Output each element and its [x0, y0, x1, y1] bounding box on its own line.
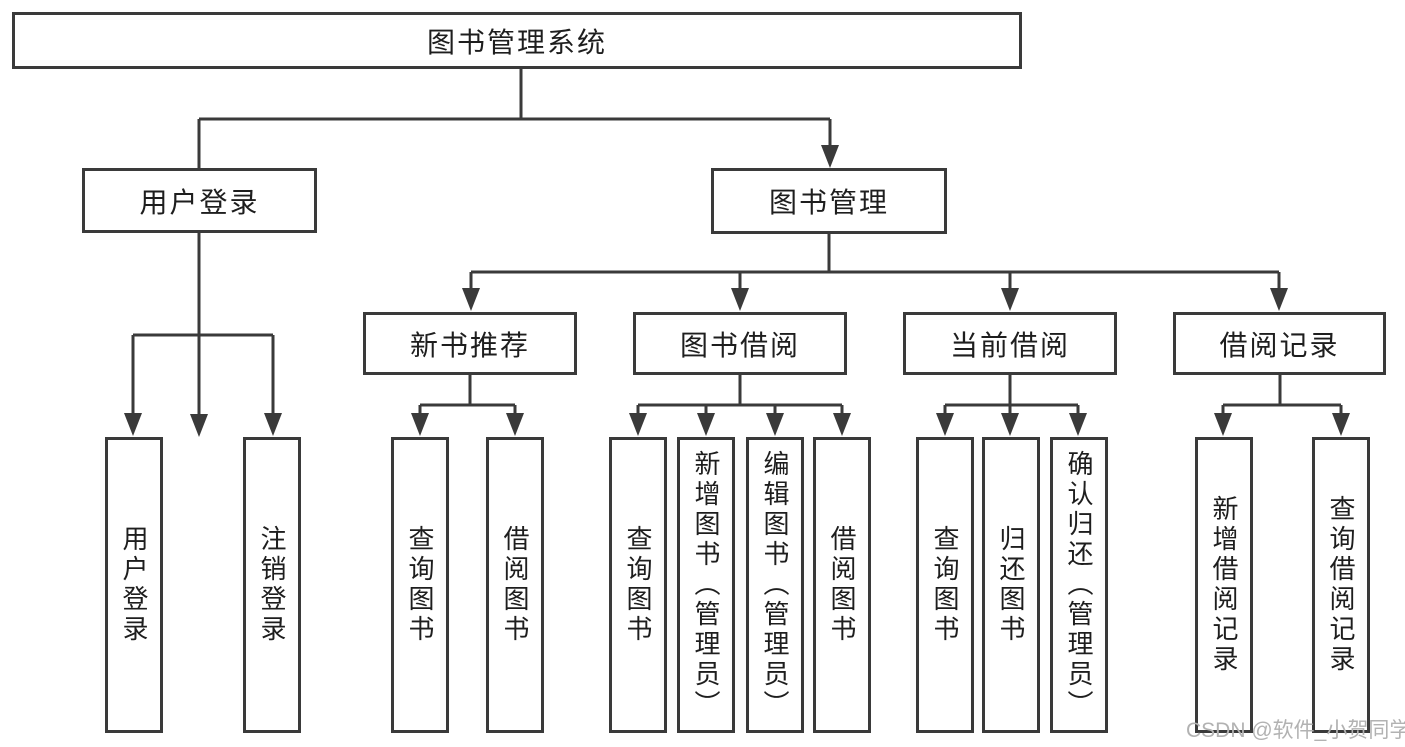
connector-userlogin-to-leaves	[124, 233, 282, 436]
connector-records-to-leaves	[1214, 375, 1350, 436]
node-current-borrowing: 当前借阅	[903, 312, 1117, 375]
node-book-borrowing-label: 图书借阅	[679, 329, 800, 361]
leaf-borrow-books-newbooks-label: 借阅图书	[500, 525, 530, 645]
connector-bookmgmt-to-level3	[462, 234, 1288, 311]
node-borrowing-records-label: 借阅记录	[1219, 329, 1340, 361]
leaf-return-books: 归还图书	[982, 437, 1040, 733]
leaf-borrow-books-borrowing: 借阅图书	[813, 437, 871, 733]
leaf-add-books-admin-label: 新增图书（管理员）	[691, 450, 721, 720]
node-current-borrowing-label: 当前借阅	[949, 329, 1070, 361]
connector-newbooks-to-leaves	[411, 375, 524, 436]
node-new-book-recommendation: 新书推荐	[363, 312, 577, 375]
node-library-system-label: 图书管理系统	[426, 26, 607, 58]
node-user-login-label: 用户登录	[139, 186, 260, 218]
connector-borrowing-to-leaves	[629, 375, 851, 436]
node-library-system: 图书管理系统	[12, 12, 1022, 69]
node-book-management-label: 图书管理	[768, 187, 889, 218]
leaf-query-books-newbooks-label: 查询图书	[405, 525, 435, 645]
leaf-user-login: 用户登录	[105, 437, 163, 733]
leaf-return-books-label: 归还图书	[996, 525, 1026, 645]
leaf-confirm-return-admin: 确认归还（管理员）	[1050, 437, 1108, 733]
leaf-borrow-books-newbooks: 借阅图书	[486, 437, 544, 733]
node-book-borrowing: 图书借阅	[633, 312, 847, 375]
node-new-book-recommendation-label: 新书推荐	[409, 329, 530, 361]
leaf-query-borrow-record: 查询借阅记录	[1312, 437, 1370, 733]
node-user-login: 用户登录	[82, 168, 317, 233]
node-borrowing-records: 借阅记录	[1173, 312, 1386, 375]
leaf-logout-label: 注销登录	[257, 525, 287, 645]
connector-current-to-leaves	[936, 375, 1087, 436]
leaf-add-borrow-record-label: 新增借阅记录	[1209, 495, 1239, 675]
leaf-query-books-newbooks: 查询图书	[391, 437, 449, 733]
leaf-edit-books-admin: 编辑图书（管理员）	[746, 437, 804, 733]
csdn-watermark: CSDN @软件_小贺同学	[1186, 719, 1405, 742]
leaf-query-books-borrowing: 查询图书	[609, 437, 667, 733]
leaf-query-books-borrowing-label: 查询图书	[623, 525, 653, 645]
leaf-query-books-current: 查询图书	[916, 437, 974, 733]
connector-root-to-level2	[190, 69, 839, 437]
leaf-logout: 注销登录	[243, 437, 301, 733]
leaf-confirm-return-admin-label: 确认归还（管理员）	[1064, 450, 1094, 720]
leaf-user-login-label: 用户登录	[119, 525, 149, 645]
leaf-edit-books-admin-label: 编辑图书（管理员）	[760, 450, 790, 720]
leaf-query-books-current-label: 查询图书	[930, 525, 960, 645]
leaf-add-books-admin: 新增图书（管理员）	[677, 437, 735, 733]
leaf-add-borrow-record: 新增借阅记录	[1195, 437, 1253, 733]
leaf-borrow-books-borrowing-label: 借阅图书	[827, 525, 857, 645]
node-book-management: 图书管理	[711, 168, 947, 234]
leaf-query-borrow-record-label: 查询借阅记录	[1326, 495, 1356, 675]
